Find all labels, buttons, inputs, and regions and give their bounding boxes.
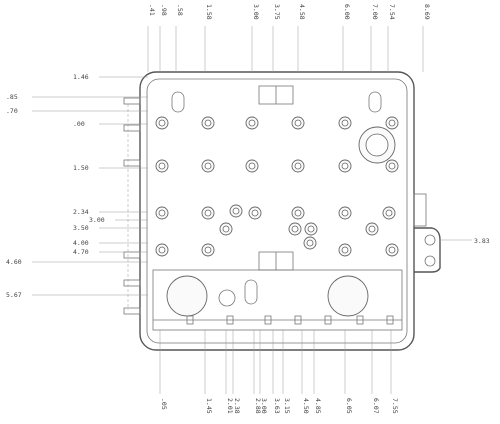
dim-label-left: .85 [6,93,18,101]
dim-label-left: 5.67 [6,291,22,299]
mounting-bosses [155,116,399,257]
boss [385,116,399,130]
rib [264,315,272,325]
dim-label-left: 4.00 [73,239,89,247]
boss [229,204,243,218]
bottom-ribs [186,315,394,325]
dim-label-bottom: 3.15 [283,398,291,414]
boss [385,243,399,257]
boss [304,222,318,236]
dim-label-left: .00 [73,120,85,128]
hinge-group [123,97,141,315]
dim-label-bottom: .05 [160,398,168,410]
enclosure-inner-wall [146,78,408,344]
conduit-hole-left [166,275,208,317]
boss [155,116,169,130]
dim-label-bottom: 2.88 [254,398,262,414]
small-hole [218,289,236,307]
dim-label-top: .41 [148,4,156,16]
boss [365,222,379,236]
slot-lower [244,279,258,305]
boss [385,159,399,173]
boss [291,206,305,220]
boss [155,206,169,220]
latch-tab [413,193,441,273]
boss [338,116,352,130]
boss [201,243,215,257]
boss [291,159,305,173]
rib [226,315,234,325]
rib [324,315,332,325]
dim-label-top: 1.58 [205,4,213,20]
dimension-labels: .41 .58 .98 1.58 3.00 3.75 4.58 6.00 7.00 7.54 8.6… [6,4,490,414]
boss [245,116,259,130]
dim-label-top: 3.75 [273,4,281,20]
dim-label-left: .70 [6,107,18,115]
dim-label-top: 3.00 [252,4,260,20]
rib [356,315,364,325]
dim-label-top: .98 [160,4,168,16]
boss [245,159,259,173]
boss [303,236,317,250]
dim-label-bottom: 1.45 [205,398,213,414]
rib [294,315,302,325]
conduit-hole-right [327,275,369,317]
dim-label-left: 4.70 [73,248,89,256]
rib [386,315,394,325]
dim-label-bottom: 6.05 [345,398,353,414]
dim-label-top: 4.58 [298,4,306,20]
slot-top-right [368,91,382,113]
boss [248,206,262,220]
boss [155,243,169,257]
dim-label-bottom: 3.00 [260,398,268,414]
boss [338,206,352,220]
dim-label-left: 3.50 [73,224,89,232]
boss [155,159,169,173]
dim-label-left: 1.46 [73,73,89,81]
dim-label-bottom: 4.85 [314,398,322,414]
lower-compartment [152,269,403,331]
dim-label-bottom: 3.63 [273,398,281,414]
dim-label-bottom: 2.38 [233,398,241,414]
boss [201,159,215,173]
dim-label-bottom: 6.07 [372,398,380,414]
dim-label-left: 1.50 [73,164,89,172]
boss [338,159,352,173]
boss [201,116,215,130]
dim-label-left: 3.00 [89,216,105,224]
dim-label-top: .58 [176,4,184,16]
rib [186,315,194,325]
dim-label-right: 3.83 [474,237,490,245]
dim-label-top: 8.69 [423,4,431,20]
boss [338,243,352,257]
boss [201,206,215,220]
dim-label-bottom: 2.01 [226,398,234,414]
dim-label-bottom: 7.55 [391,398,399,414]
boss [288,222,302,236]
dim-label-left: 4.60 [6,258,22,266]
dim-label-top: 6.00 [343,4,351,20]
boss [219,222,233,236]
dim-label-bottom: 4.50 [302,398,310,414]
slot-top-left [171,91,185,113]
boss [291,116,305,130]
dim-label-top: 7.00 [371,4,379,20]
dim-label-left: 2.34 [73,208,89,216]
dim-label-top: 7.54 [388,4,396,20]
boss [382,206,396,220]
